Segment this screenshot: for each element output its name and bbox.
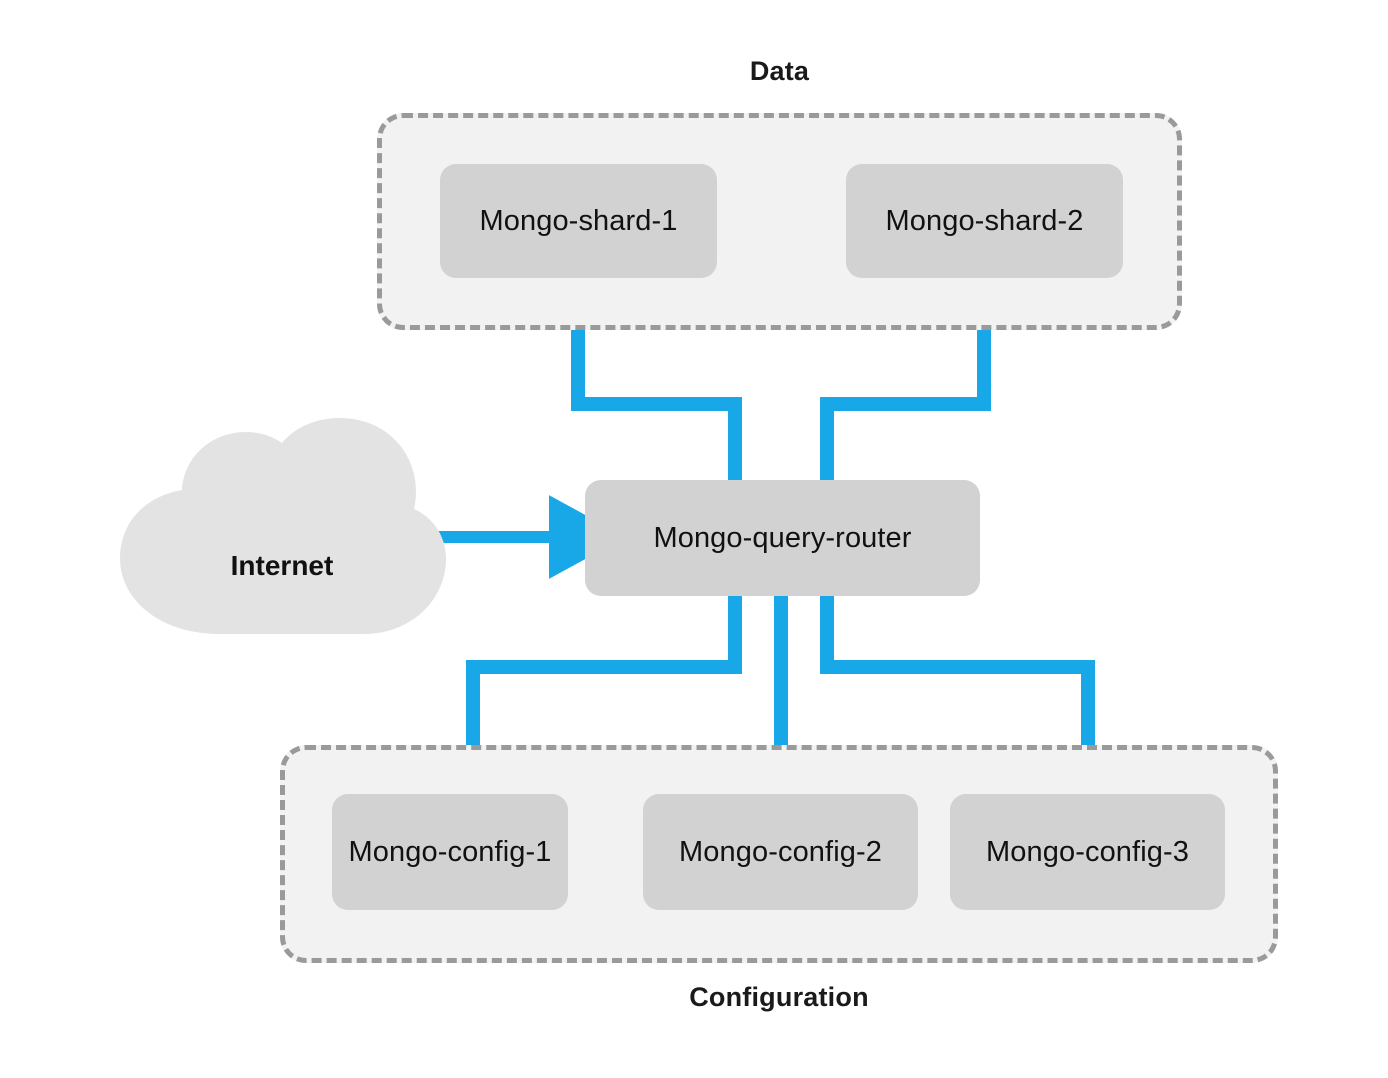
internet-cloud[interactable]: Internet [112, 418, 452, 634]
cloud-icon [120, 418, 446, 634]
node-label: Mongo-config-1 [348, 835, 552, 868]
node-mongo-shard-1[interactable]: Mongo-shard-1 [440, 164, 717, 278]
node-label: Mongo-config-2 [679, 835, 882, 868]
internet-label: Internet [230, 550, 334, 581]
node-mongo-config-2[interactable]: Mongo-config-2 [643, 794, 918, 910]
node-mongo-config-3[interactable]: Mongo-config-3 [950, 794, 1225, 910]
group-title-configuration: Configuration [689, 982, 869, 1012]
node-label: Mongo-shard-1 [479, 204, 678, 237]
group-title-data: Data [749, 56, 810, 86]
node-mongo-config-1[interactable]: Mongo-config-1 [332, 794, 568, 910]
node-mongo-query-router[interactable]: Mongo-query-router [585, 480, 980, 596]
node-label: Mongo-shard-2 [885, 204, 1084, 237]
node-mongo-shard-2[interactable]: Mongo-shard-2 [846, 164, 1123, 278]
node-label: Mongo-config-3 [986, 835, 1189, 868]
node-label: Mongo-query-router [653, 521, 912, 554]
